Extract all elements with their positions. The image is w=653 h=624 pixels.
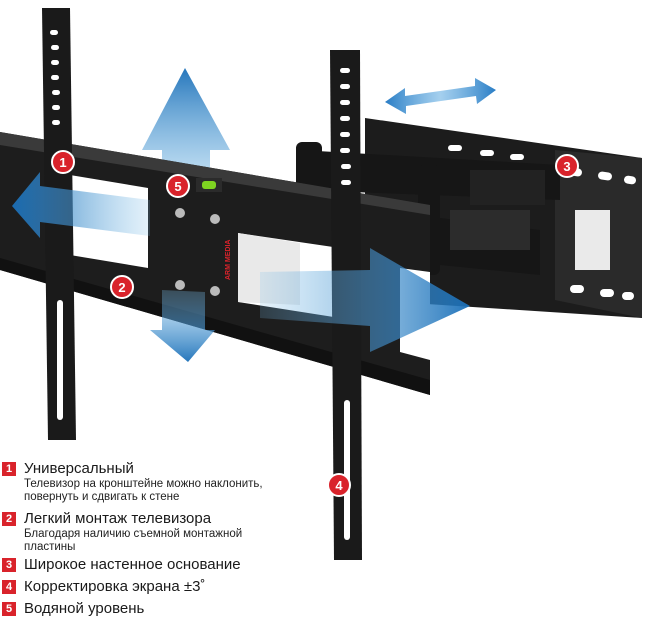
legend-num-3: 3 xyxy=(2,558,16,572)
legend-title-3: Широкое настенное основание xyxy=(24,556,241,573)
badge-4: 4 xyxy=(327,473,351,497)
water-level xyxy=(196,178,222,192)
slide-arrow xyxy=(385,78,496,114)
shift-left-arrow xyxy=(12,172,150,238)
legend-desc-2: Благодаря наличию съемной монтажной плас… xyxy=(24,528,324,554)
legend-title-5: Водяной уровень xyxy=(24,600,145,617)
legend-desc-2-line-1: Благодаря наличию съемной монтажной xyxy=(24,528,243,540)
legend-num-4: 4 xyxy=(2,580,16,594)
badge-2-label: 2 xyxy=(118,280,125,295)
badge-4-label: 4 xyxy=(335,478,343,493)
brand-label: ARM MEDIA xyxy=(225,240,232,280)
badge-3-label: 3 xyxy=(563,159,570,174)
badge-5-label: 5 xyxy=(174,179,181,194)
tilt-down-arrow xyxy=(150,290,215,362)
legend-title-4: Корректировка экрана ±3˚ xyxy=(24,578,206,595)
legend-num-2: 2 xyxy=(2,512,16,526)
legend-num-1: 1 xyxy=(2,462,16,476)
badge-5: 5 xyxy=(166,174,190,198)
badge-1: 1 xyxy=(51,150,75,174)
extend-right-arrow xyxy=(260,248,470,352)
legend-desc-1-line-2: повернуть и сдвигать к стене xyxy=(24,491,180,503)
legend-title-1: Универсальный xyxy=(24,460,134,477)
badge-2: 2 xyxy=(110,275,134,299)
legend-num-5: 5 xyxy=(2,602,16,616)
legend-desc-1-line-1: Телевизор на кронштейне можно наклонить, xyxy=(24,478,263,490)
legend-desc-1: Телевизор на кронштейне можно наклонить,… xyxy=(24,478,324,504)
badge-3: 3 xyxy=(555,154,579,178)
legend-title-2: Легкий монтаж телевизора xyxy=(24,510,212,527)
badge-1-label: 1 xyxy=(59,155,66,170)
legend-desc-2-line-2: пластины xyxy=(24,541,76,553)
